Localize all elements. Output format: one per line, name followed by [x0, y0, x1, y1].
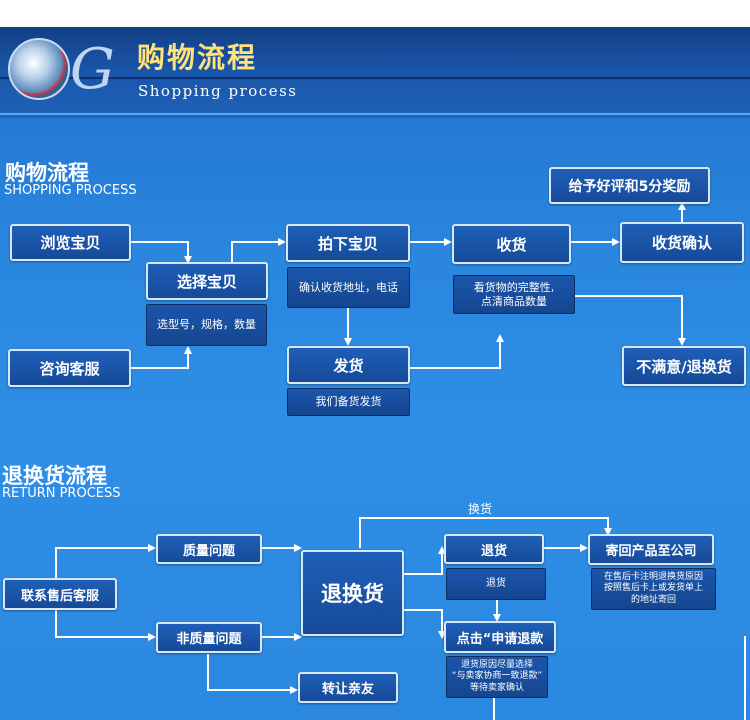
ship-note: 我们备货发货: [287, 388, 410, 416]
shopping-section-subtitle: SHOPPING PROCESS: [4, 183, 137, 198]
browse-item-box: 浏览宝贝: [10, 224, 131, 261]
send-back-box: 寄回产品至公司: [588, 534, 714, 565]
select-item-note: 选型号，规格，数量: [146, 304, 267, 346]
refund-note: 退货: [446, 568, 546, 600]
praise-box: 给予好评和5分奖励: [549, 167, 710, 204]
place-order-box: 拍下宝贝: [286, 224, 410, 262]
exchange-label: 换货: [468, 502, 493, 516]
return-section-subtitle: RETURN PROCESS: [2, 486, 121, 501]
send-back-note-line1: 在售后卡注明退换货原因: [603, 572, 703, 583]
page-subtitle: Shopping process: [138, 82, 298, 100]
header-divider-lower: [0, 113, 750, 115]
header-divider: [0, 77, 750, 79]
unsatisfied-return-box: 不满意/退换货: [622, 346, 746, 386]
page-title: 购物流程: [137, 41, 258, 74]
send-back-note: 在售后卡注明退换货原因 按照售后卡上或发货单上 的地址寄回: [591, 568, 716, 610]
receive-note-line1: 看货物的完整性,: [473, 280, 555, 294]
apply-note-line1: 退货原因尽量选择: [460, 660, 533, 671]
receive-note: 看货物的完整性, 点清商品数量: [453, 275, 575, 314]
contact-aftersales-box: 联系售后客服: [3, 578, 117, 610]
apply-note-line2: “与卖家协商一致退款”: [451, 671, 543, 682]
exchange-return-box: 退换货: [301, 550, 404, 636]
consult-service-box: 咨询客服: [8, 349, 131, 387]
quality-issue-box: 质量问题: [156, 534, 262, 564]
logo-letter: G: [70, 37, 115, 102]
refund-box: 退货: [444, 534, 544, 564]
ship-box: 发货: [287, 346, 410, 384]
return-section-title: 退换货流程: [2, 464, 107, 488]
send-back-note-line3: 的地址寄回: [630, 594, 676, 605]
receive-note-line2: 点清商品数量: [481, 294, 547, 308]
receive-box: 收货: [452, 224, 571, 264]
send-back-note-line2: 按照售后卡上或发货单上: [603, 583, 703, 594]
shopping-section-title: 购物流程: [5, 161, 89, 185]
place-order-note: 确认收货地址，电话: [287, 267, 410, 308]
apply-note-line3: 等待卖家确认: [469, 682, 524, 693]
non-quality-issue-box: 非质量问题: [156, 622, 262, 653]
select-item-box: 选择宝贝: [146, 262, 268, 300]
page-header: [0, 0, 750, 118]
transfer-to-friend-box: 转让亲友: [298, 672, 398, 703]
apply-refund-box: 点击“申请退款: [444, 621, 556, 653]
apply-refund-note: 退货原因尽量选择 “与卖家协商一致退款” 等待卖家确认: [446, 656, 548, 698]
logo-image: [8, 38, 70, 100]
confirm-receipt-box: 收货确认: [620, 222, 744, 263]
